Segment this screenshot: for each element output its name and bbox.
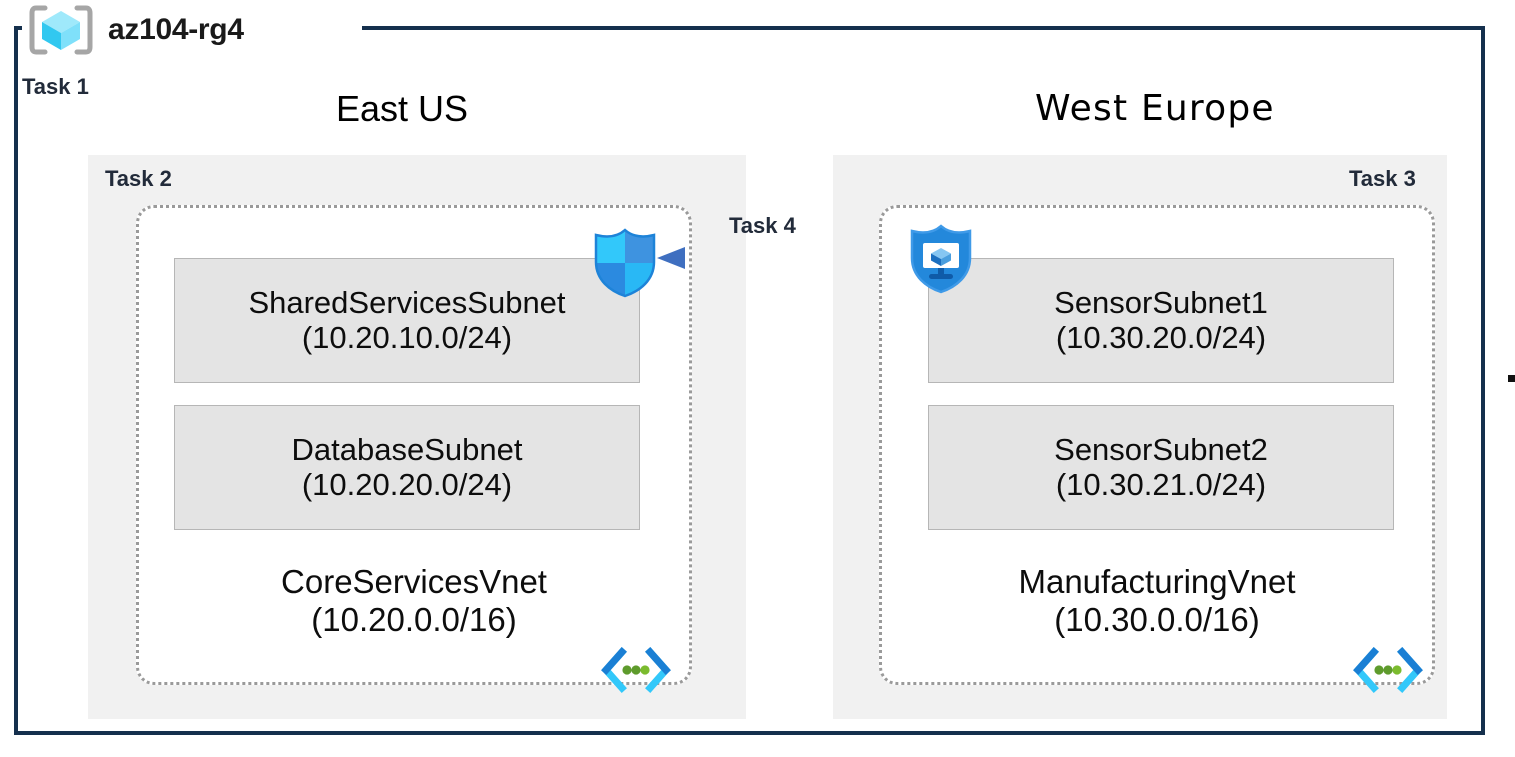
edge-mark xyxy=(1508,375,1515,382)
subnet-name: SharedServicesSubnet xyxy=(248,284,566,320)
vnet-caption-manufacturing: ManufacturingVnet (10.30.0.0/16) xyxy=(879,563,1435,639)
task-4-label: Task 4 xyxy=(729,213,796,238)
resource-group-name: az104-rg4 xyxy=(108,13,244,46)
region-title-east-us: East US xyxy=(336,88,469,129)
vnet-brackets-icon xyxy=(600,646,672,694)
subnet-cidr: (10.30.20.0/24) xyxy=(1055,319,1267,355)
subnet-sensor-1: SensorSubnet1 (10.30.20.0/24) xyxy=(928,258,1394,383)
vnet-name: ManufacturingVnet xyxy=(1018,563,1296,600)
subnet-database: DatabaseSubnet (10.20.20.0/24) xyxy=(174,405,640,530)
subnet-sensor-2: SensorSubnet2 (10.30.21.0/24) xyxy=(928,405,1394,530)
subnet-name: SensorSubnet1 xyxy=(1054,284,1268,320)
resource-group-header: az104-rg4 xyxy=(24,5,244,55)
region-title-west-europe: West Europe xyxy=(1035,88,1275,129)
subnet-cidr: (10.30.21.0/24) xyxy=(1055,466,1267,502)
subnet-shared-services: SharedServicesSubnet (10.20.10.0/24) xyxy=(174,258,640,383)
vnet-brackets-icon xyxy=(1352,646,1424,694)
task-1-label: Task 1 xyxy=(22,74,89,99)
subnet-cidr: (10.20.20.0/24) xyxy=(301,466,513,502)
vnet-caption-core-services: CoreServicesVnet (10.20.0.0/16) xyxy=(136,563,692,639)
vnet-cidr: (10.20.0.0/16) xyxy=(311,600,517,638)
subnet-name: DatabaseSubnet xyxy=(291,431,523,467)
subnet-name: SensorSubnet2 xyxy=(1054,431,1268,467)
vnet-name: CoreServicesVnet xyxy=(281,563,547,600)
azure-bastion-shield-icon xyxy=(908,224,974,294)
vnet-cidr: (10.30.0.0/16) xyxy=(1054,600,1260,638)
task-3-label: Task 3 xyxy=(1349,166,1416,191)
subnet-cidr: (10.20.10.0/24) xyxy=(301,319,513,355)
resource-group-cube-icon xyxy=(24,4,98,56)
resource-group-frame xyxy=(14,26,1485,735)
task-2-label: Task 2 xyxy=(105,166,172,191)
azure-firewall-shield-icon xyxy=(592,228,658,298)
